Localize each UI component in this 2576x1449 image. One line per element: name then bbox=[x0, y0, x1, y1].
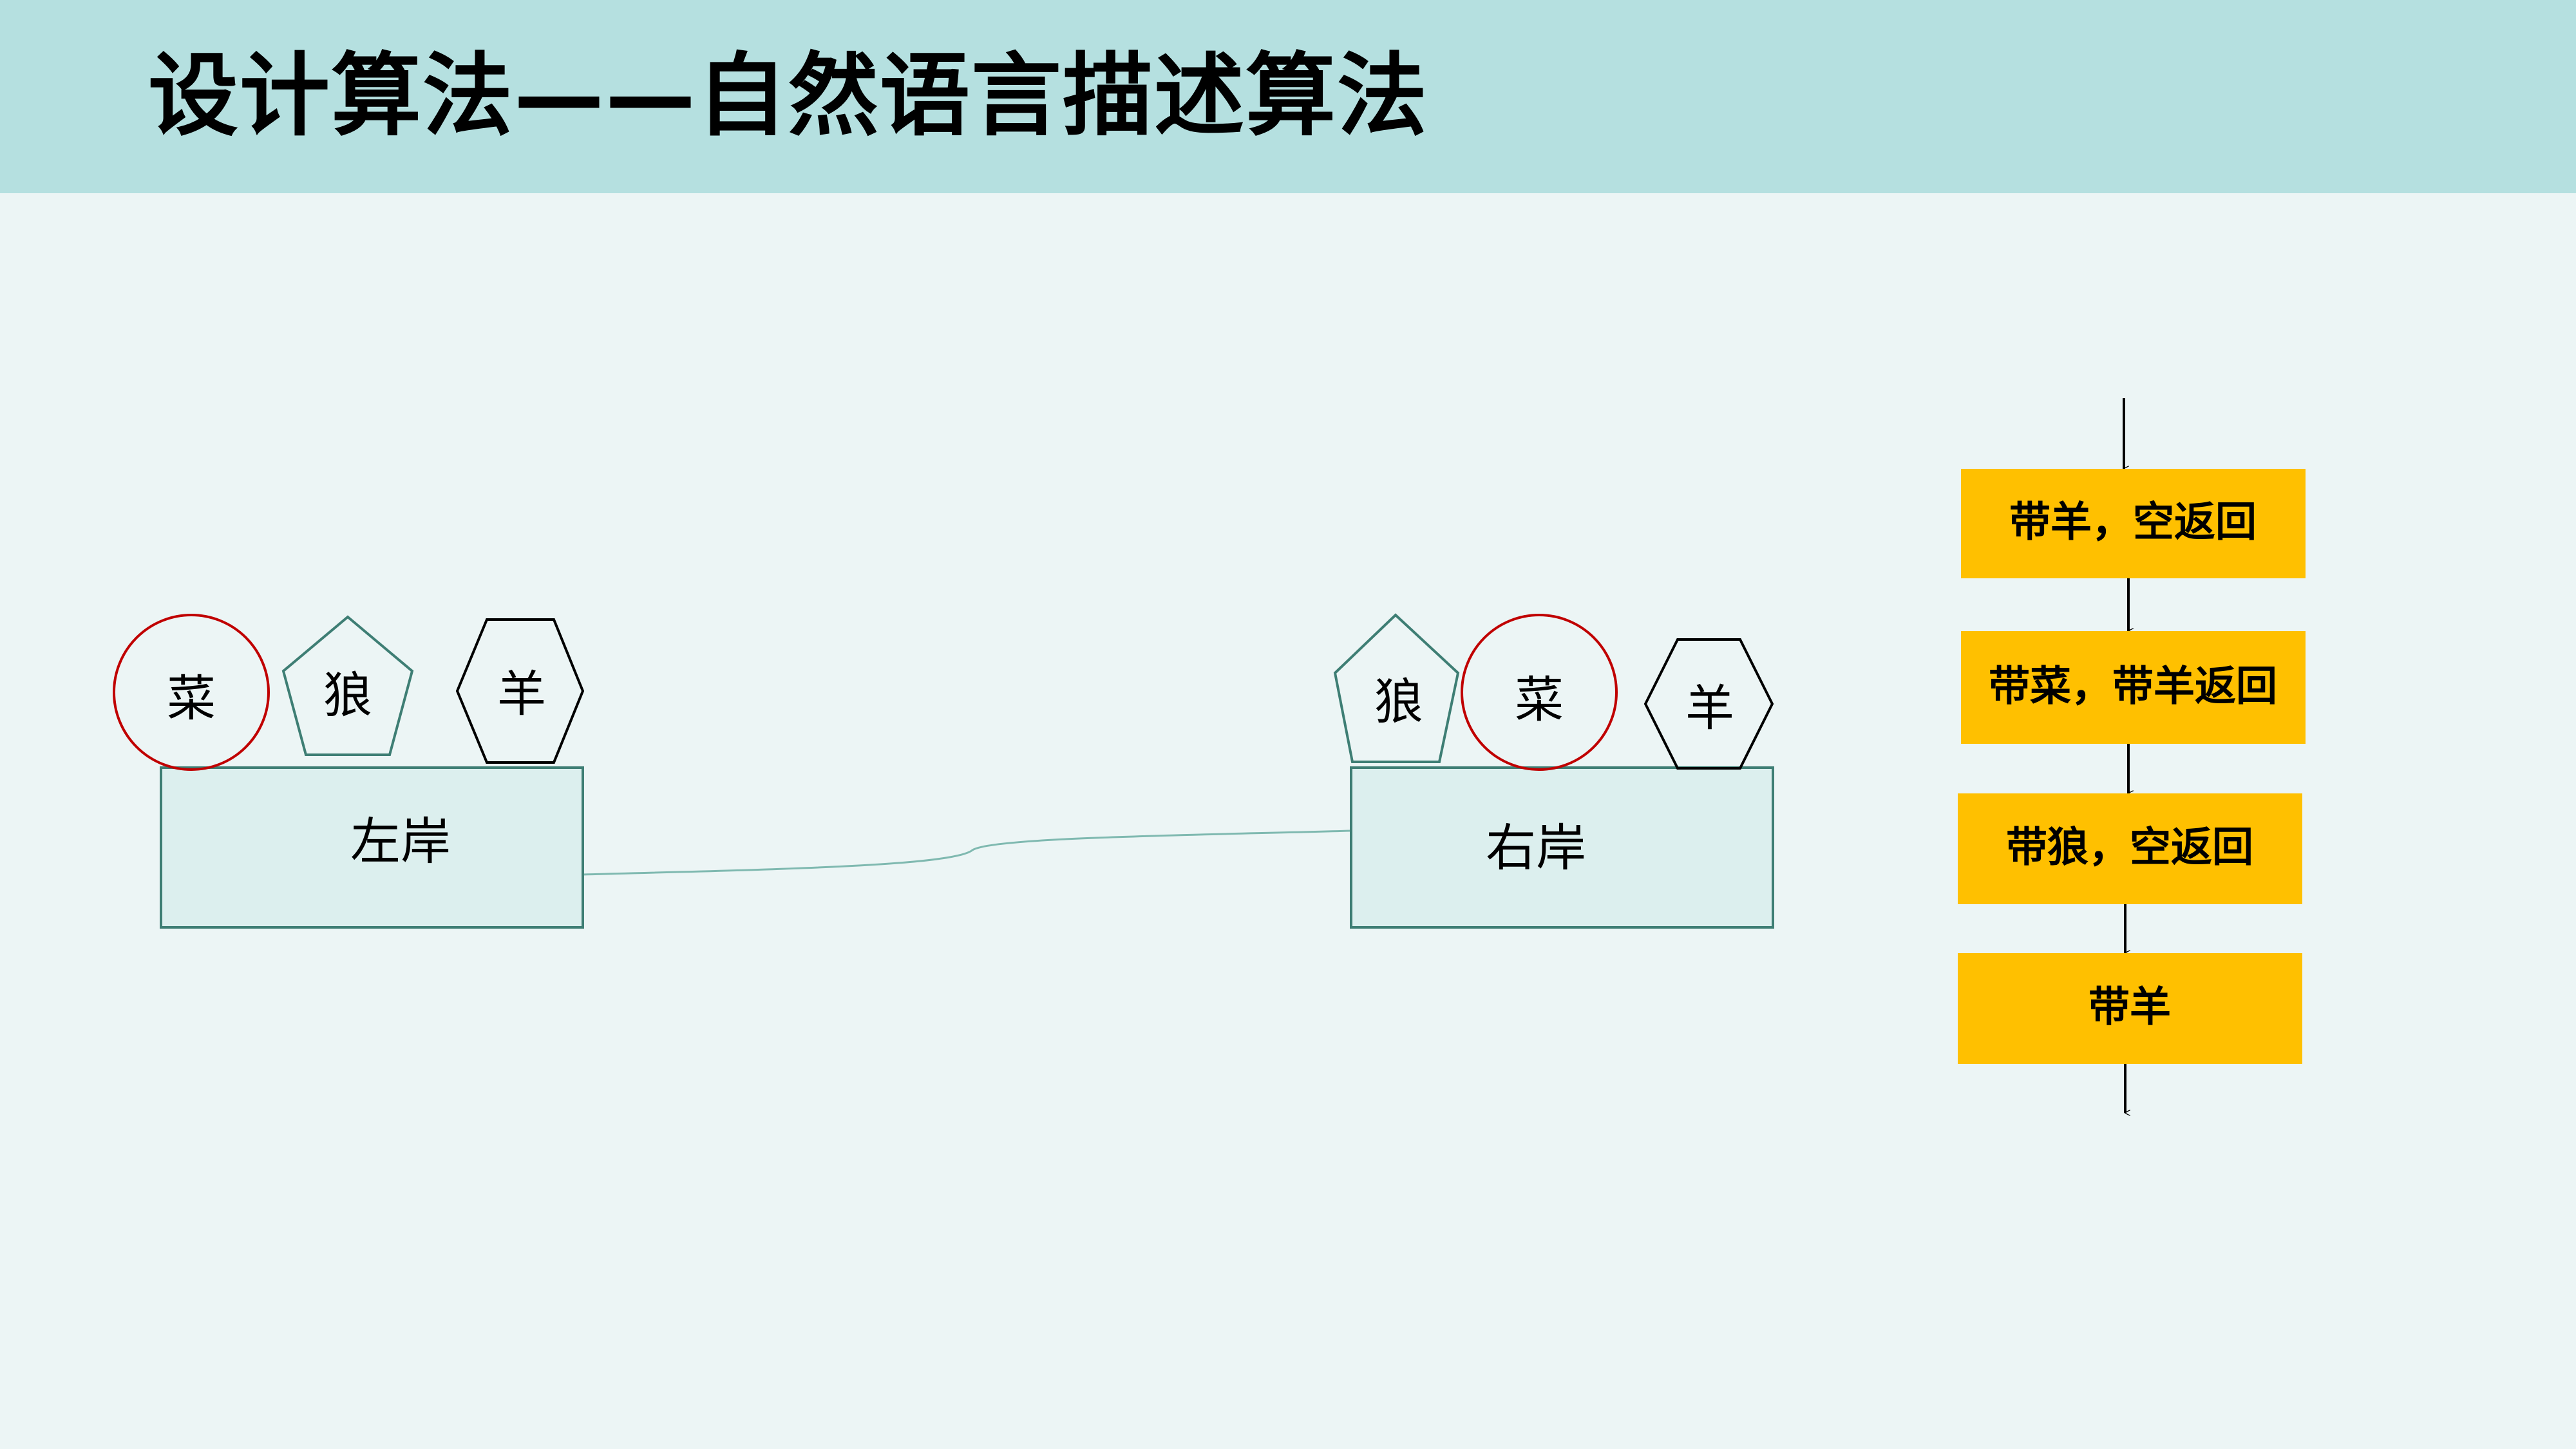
left-bank-box bbox=[160, 766, 584, 929]
header-band bbox=[0, 0, 2576, 193]
right-bank-box bbox=[1350, 766, 1774, 929]
flow-step-box bbox=[1961, 631, 2306, 744]
left-cabbage: 菜 bbox=[113, 614, 270, 771]
flow-step-label: 带狼，空返回 bbox=[2006, 824, 2253, 872]
right-sheep: 羊 bbox=[1643, 638, 1774, 770]
left-wolf-label: 狼 bbox=[323, 667, 372, 724]
flow-step-box bbox=[1958, 953, 2302, 1064]
pentagon-shape bbox=[281, 615, 414, 756]
circle-shape bbox=[113, 614, 270, 771]
flow-step-4: 带羊 bbox=[1958, 953, 2302, 1064]
page-title: 设计算法——自然语言描述算法 bbox=[148, 44, 1429, 149]
flow-step-1: 带羊，空返回 bbox=[1961, 469, 2306, 578]
hexagon-shape bbox=[455, 618, 585, 764]
pentagon-shape bbox=[1333, 613, 1460, 763]
flowchart: 带羊，空返回 带菜，带羊返回 带狼，空返回 带羊 bbox=[1958, 398, 2306, 1113]
hexagon-shape bbox=[1643, 638, 1774, 770]
right-wolf: 狼 bbox=[1333, 613, 1460, 763]
right-bank: 右岸 bbox=[1350, 766, 1774, 929]
right-cabbage: 菜 bbox=[1461, 614, 1618, 771]
flow-step-label: 带羊，空返回 bbox=[2009, 499, 2257, 547]
flow-step-3: 带狼，空返回 bbox=[1958, 793, 2302, 904]
right-bank-label: 右岸 bbox=[1486, 819, 1586, 877]
river-line bbox=[582, 829, 1352, 876]
left-wolf: 狼 bbox=[281, 615, 414, 756]
right-wolf-label: 狼 bbox=[1374, 673, 1423, 730]
left-bank: 左岸 bbox=[160, 766, 584, 929]
flow-step-label: 带菜，带羊返回 bbox=[1989, 663, 2277, 711]
circle-shape bbox=[1461, 614, 1618, 771]
flow-step-label: 带羊 bbox=[2088, 984, 2171, 1032]
left-bank-label: 左岸 bbox=[350, 813, 451, 871]
flow-step-box bbox=[1958, 793, 2302, 904]
flow-step-2: 带菜，带羊返回 bbox=[1961, 631, 2306, 744]
left-cabbage-label: 菜 bbox=[167, 670, 216, 727]
left-sheep: 羊 bbox=[455, 618, 585, 764]
right-sheep-label: 羊 bbox=[1685, 679, 1734, 737]
flow-step-box bbox=[1961, 469, 2306, 578]
left-sheep-label: 羊 bbox=[497, 665, 546, 723]
right-cabbage-label: 菜 bbox=[1515, 671, 1564, 728]
